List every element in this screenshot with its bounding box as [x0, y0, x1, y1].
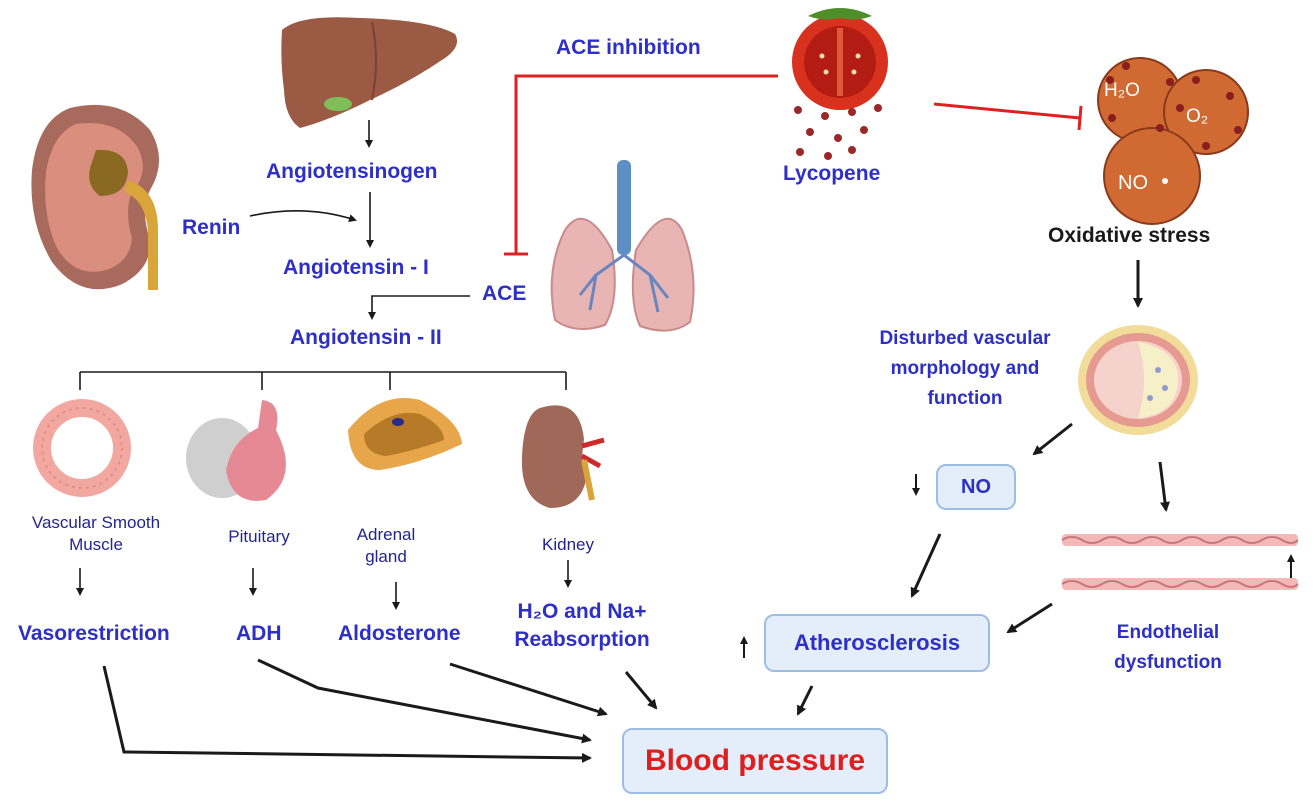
- kidney-label: Kidney: [542, 535, 594, 554]
- endothelial-dysfunction-label: Endothelial dysfunction: [1114, 622, 1222, 673]
- radical-dot-icon: [1162, 178, 1168, 184]
- disturbed-vascular-label: Disturbed vascular morphology and functi…: [879, 328, 1051, 409]
- atherosclerosis-box: Atherosclerosis: [764, 614, 990, 672]
- lungs-icon: [550, 160, 695, 332]
- no-box: NO: [936, 464, 1016, 510]
- renin-label: Renin: [182, 216, 241, 239]
- h2o-label: H₂O: [1104, 80, 1140, 101]
- raas-connectors: [76, 120, 572, 610]
- angiotensin-1-label: Angiotensin - I: [283, 256, 429, 279]
- inhibition-lines: [504, 74, 1083, 256]
- o2-label: O₂: [1186, 106, 1209, 127]
- no-radical-label: NO: [1118, 172, 1148, 194]
- adrenal-gland-label: Adrenal gland: [356, 525, 416, 566]
- artery-plaque-icon: [1078, 325, 1198, 435]
- reabsorption-label: H₂O and Na+ Reabsorption: [514, 600, 650, 651]
- blood-pressure-box: Blood pressure: [622, 728, 888, 794]
- adrenal-gland-icon: [348, 398, 462, 470]
- reactive-oxygen-species: [1097, 57, 1249, 225]
- vascular-smooth-muscle-label: Vascular Smooth Muscle: [31, 513, 161, 554]
- lycopene-label: Lycopene: [783, 162, 881, 185]
- change-indicator-icons: [740, 474, 1295, 658]
- ace-inhibition-label: ACE inhibition: [556, 36, 701, 59]
- vascular-ring-icon: [33, 399, 131, 497]
- angiotensinogen-label: Angiotensinogen: [266, 160, 438, 183]
- outcome-arrows: [102, 260, 1170, 763]
- lycopene-particles: [794, 104, 882, 160]
- tomato-icon: [792, 8, 888, 110]
- ace-label: ACE: [482, 282, 527, 305]
- small-kidney-icon: [521, 405, 605, 508]
- adh-label: ADH: [236, 622, 282, 645]
- endothelium-icon: [1061, 534, 1299, 590]
- pituitary-icon: [186, 400, 286, 501]
- vasorestriction-label: Vasorestriction: [18, 622, 170, 645]
- liver-icon: [281, 17, 458, 129]
- aldosterone-label: Aldosterone: [338, 622, 461, 645]
- oxidative-stress-label: Oxidative stress: [1048, 224, 1211, 247]
- pituitary-label: Pituitary: [228, 527, 290, 546]
- angiotensin-2-label: Angiotensin - II: [290, 326, 442, 349]
- kidney-icon: [31, 104, 159, 290]
